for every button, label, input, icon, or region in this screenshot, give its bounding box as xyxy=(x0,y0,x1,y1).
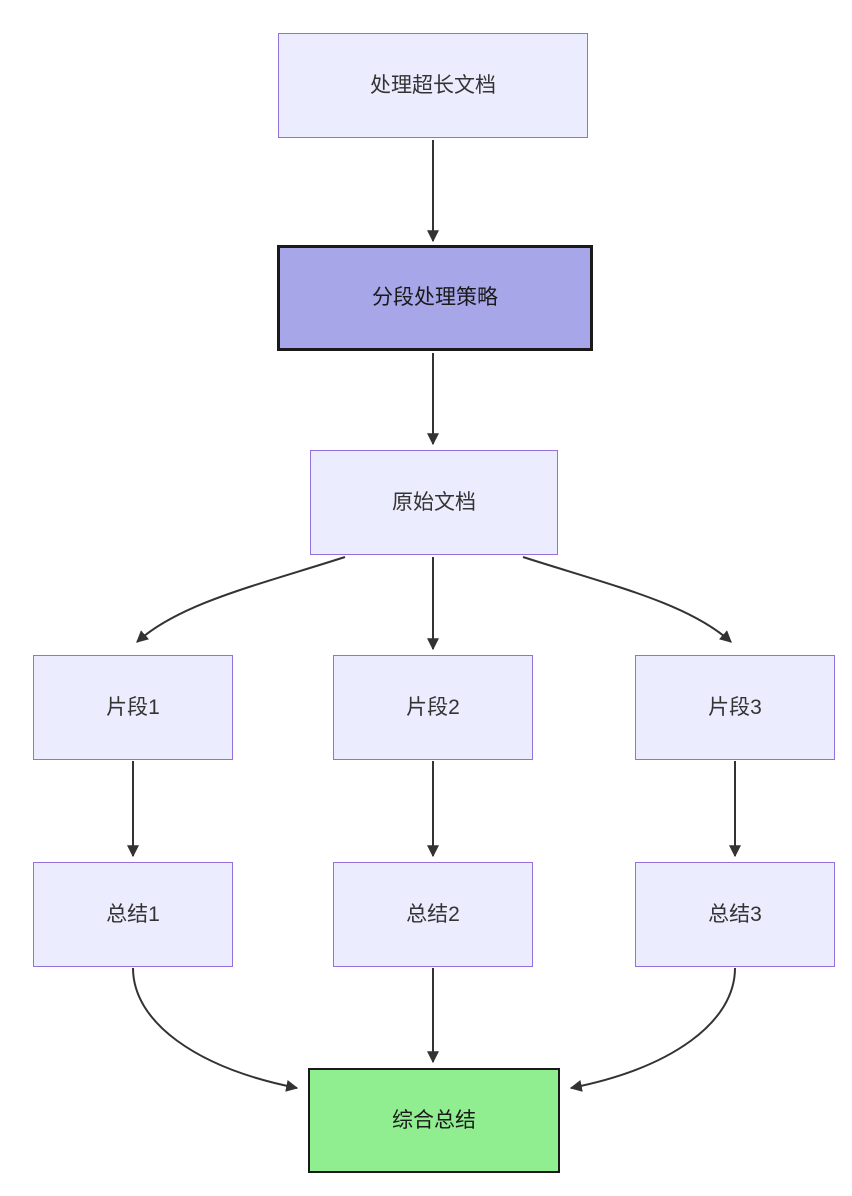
node-original: 原始文档 xyxy=(310,450,558,555)
node-chunk1: 片段1 xyxy=(33,655,233,760)
edge-original-chunk1 xyxy=(136,556,346,643)
node-summary2: 总结2 xyxy=(333,862,533,967)
node-summary1: 总结1 xyxy=(33,862,233,967)
node-strategy: 分段处理策略 xyxy=(277,245,593,351)
node-start: 处理超长文档 xyxy=(278,33,588,138)
edge-summary3-final xyxy=(569,967,736,1092)
node-chunk2: 片段2 xyxy=(333,655,533,760)
node-summary3: 总结3 xyxy=(635,862,835,967)
node-final: 综合总结 xyxy=(308,1068,560,1173)
edge-original-chunk3 xyxy=(522,556,732,643)
node-chunk3: 片段3 xyxy=(635,655,835,760)
edge-summary1-final xyxy=(132,967,299,1092)
